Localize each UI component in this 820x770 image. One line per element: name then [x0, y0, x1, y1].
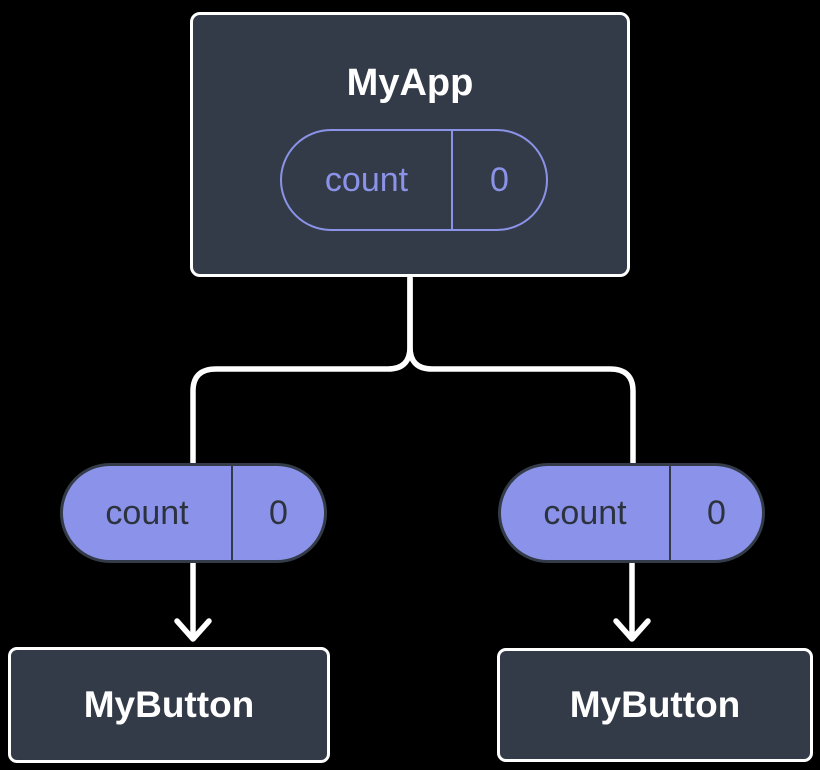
state-name-label: count [282, 131, 453, 229]
connector-root-to-left-pill [190, 275, 413, 466]
state-value-label: 0 [490, 160, 509, 199]
prop-name-label: count [63, 466, 233, 560]
connector-root-to-right-pill [407, 275, 636, 466]
root-component-node: MyApp count 0 [190, 12, 630, 277]
child-component-title: MyButton [569, 684, 741, 725]
prop-value-label: 0 [707, 493, 726, 532]
root-component-title: MyApp [346, 62, 474, 104]
child-component-node-left: MyButton [8, 647, 330, 763]
child-component-title: MyButton [83, 684, 255, 725]
child-component-node-right: MyButton [497, 648, 813, 762]
prop-pill-left: count 0 [60, 463, 327, 563]
prop-name-label: count [501, 466, 671, 560]
prop-value-label: 0 [269, 493, 288, 532]
arrow-right-head [613, 618, 651, 642]
prop-pill-right: count 0 [498, 463, 765, 563]
root-state-pill: count 0 [280, 129, 548, 231]
arrow-left-head [174, 618, 212, 642]
